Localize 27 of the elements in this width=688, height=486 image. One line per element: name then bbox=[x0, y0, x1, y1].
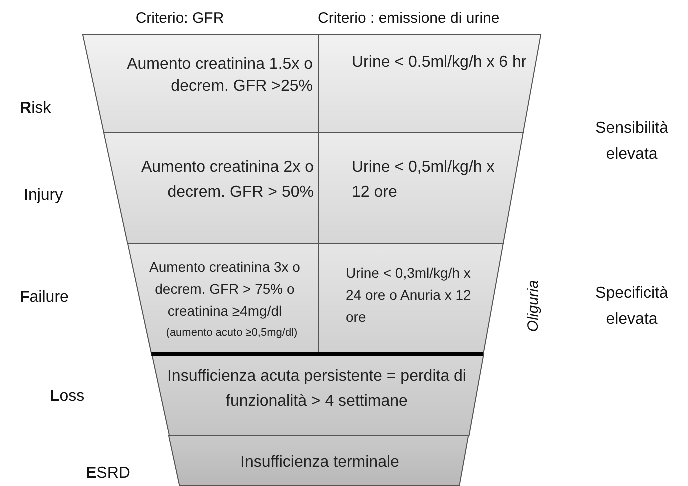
side-note: Sensibilità elevata bbox=[594, 119, 670, 165]
column-header: Criterio : emissione di urine bbox=[318, 9, 501, 29]
stage-label: Risk bbox=[20, 99, 52, 119]
funnel-cell bbox=[83, 35, 319, 133]
stage-label: ESRD bbox=[86, 464, 132, 484]
cell-text: Urine < 0,5ml/kg/h x 12 ore bbox=[352, 158, 496, 203]
side-note: Specificità elevata bbox=[594, 284, 670, 330]
column-header: Criterio: GFR bbox=[134, 9, 226, 29]
cell-text: Aumento creatinina 2x o decrem. GFR > 50% bbox=[140, 158, 314, 203]
cell-text: (aumento acuto ≥0,5mg/dl) bbox=[165, 326, 299, 340]
funnel-cell bbox=[152, 354, 484, 436]
funnel-cell bbox=[169, 436, 469, 486]
funnel-cell bbox=[104, 133, 319, 244]
stage-label: Loss bbox=[50, 387, 86, 407]
cell-text: Insufficienza terminale bbox=[240, 453, 400, 473]
funnel-cell bbox=[319, 133, 524, 244]
cell-text: Insufficienza acuta persistente = perdita di funzionalità > 4 settimane bbox=[166, 367, 468, 412]
cell-text: Urine < 0.5ml/kg/h x 6 hr bbox=[352, 53, 528, 73]
cell-text: Aumento creatinina 1.5x o decrem. GFR >25% bbox=[126, 55, 313, 97]
side-label: Oliguria bbox=[524, 279, 543, 334]
funnel-cell bbox=[319, 35, 541, 133]
cell-text: Urine < 0,3ml/kg/h x 24 ore o Anuria x 12 ore bbox=[346, 264, 472, 327]
funnel-cell bbox=[319, 244, 504, 354]
stage-label: Failure bbox=[20, 288, 70, 308]
stage-label: Injury bbox=[24, 186, 64, 206]
cell-text: Aumento creatinina 3x o decrem. GFR > 75% o creatinina ≥4mg/dl bbox=[148, 258, 302, 321]
funnel-cell bbox=[128, 244, 319, 354]
